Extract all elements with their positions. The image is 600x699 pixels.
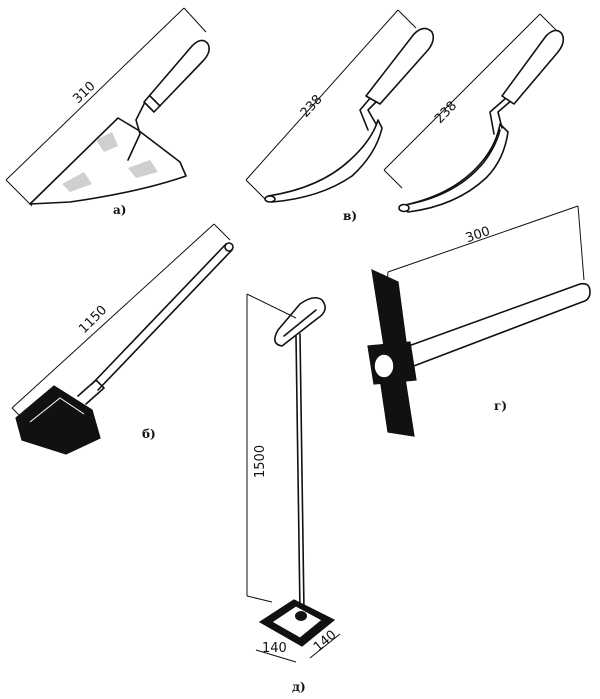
trowel-blade (29, 117, 187, 205)
rammer-drawing: 1500 140 140 (246, 293, 341, 663)
trowel-handle (143, 39, 210, 113)
hammer-pick-label: г) (494, 399, 507, 413)
jointer-left-drawing: 238 (245, 9, 435, 203)
mortar-shovel-length-label: 1150 (76, 303, 110, 337)
trowel-drawing: 310 (5, 7, 210, 207)
jointer-label: в) (343, 209, 357, 223)
mortar-shovel-blade (15, 385, 101, 455)
jointer-right-length-label: 238 (432, 98, 460, 126)
hammer-pick-top-blade (371, 268, 407, 347)
jointer-right-handle (501, 29, 565, 105)
hammer-pick-eye (373, 353, 395, 379)
jointer-right-blade (399, 123, 509, 213)
jointer-left-length-label: 238 (298, 92, 326, 120)
hammer-pick-drawing: 300 (367, 205, 591, 437)
mortar-shovel-label: б) (142, 427, 156, 441)
trowel-length-label: 310 (70, 79, 98, 107)
jointer-right-dimension-line (383, 13, 541, 171)
jointer-left-handle (365, 27, 435, 105)
rammer-base-width-label: 140 (262, 641, 287, 656)
trowel-label: а) (113, 203, 126, 217)
trowel-shank (127, 99, 147, 161)
mortar-shovel-dimension-line (11, 223, 215, 409)
hammer-pick-handle (391, 282, 591, 373)
hammer-pick-dimension-line (387, 205, 579, 273)
rammer-height-label: 1500 (253, 445, 268, 478)
mortar-shovel-drawing: 1150 (11, 223, 234, 455)
hammer-pick-length-label: 300 (464, 224, 492, 246)
jointer-left-dimension-line (245, 9, 399, 181)
trowel-dimension-line (5, 7, 185, 181)
jointer-left-blade (267, 119, 383, 203)
rammer-label: д) (292, 680, 306, 694)
rammer-handle-loop (274, 296, 326, 347)
jointer-right-drawing: 238 (383, 13, 565, 213)
